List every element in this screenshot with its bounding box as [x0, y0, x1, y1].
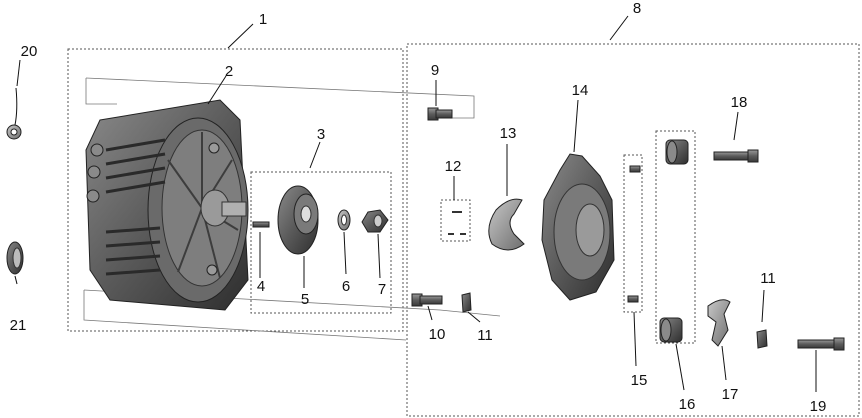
part-19-bolt: [797, 337, 845, 351]
part-6-washer: [337, 209, 351, 231]
part-11-clip-right: [756, 329, 768, 349]
callout-9: 9: [431, 62, 439, 79]
callout-11-left: 11: [477, 327, 493, 344]
part-18-bolt: [713, 149, 759, 163]
part-21-bearing: [6, 241, 24, 275]
callout-21: 21: [10, 317, 27, 334]
part-15-screws: [627, 165, 641, 303]
part-9-bolt: [427, 107, 453, 121]
part-20-ring: [6, 87, 22, 140]
callout-1: 1: [259, 11, 267, 28]
callout-5: 5: [301, 291, 309, 308]
group-box-15: [623, 154, 643, 313]
guide-top-right: [85, 77, 475, 119]
callout-19: 19: [810, 398, 827, 415]
part-10-bolt: [411, 293, 443, 307]
group-box-3: [250, 171, 392, 314]
callout-3: 3: [317, 126, 325, 143]
callout-15: 15: [631, 372, 648, 389]
group-box-8: [406, 43, 860, 417]
part-11-clip-left: [461, 292, 472, 313]
callout-4: 4: [257, 278, 265, 295]
part-17-bracket: [707, 299, 731, 347]
callout-7: 7: [378, 281, 386, 298]
guide-bottom-left: [83, 290, 407, 341]
group-box-12: [440, 199, 471, 242]
callout-10: 10: [429, 326, 446, 343]
motor-housing-part: [85, 99, 249, 311]
callout-17: 17: [722, 386, 739, 403]
callout-13: 13: [500, 125, 517, 142]
callout-20: 20: [21, 43, 38, 60]
callout-12: 12: [445, 158, 462, 175]
leader-lines: [14, 15, 817, 392]
callout-2: 2: [225, 63, 233, 80]
group-box-1: [67, 48, 404, 332]
callout-16: 16: [679, 396, 696, 413]
leader-20: [16, 59, 21, 87]
callout-11-right: 11: [760, 270, 776, 287]
part-4-key: [252, 221, 270, 228]
part-5-gear: [277, 185, 319, 255]
callout-6: 6: [342, 278, 350, 295]
callout-18: 18: [731, 94, 748, 111]
part-7-nut: [361, 209, 389, 233]
part-16-spacers: [659, 139, 689, 343]
guide-top-left: [85, 78, 117, 105]
callout-8: 8: [633, 0, 641, 17]
part-13-plate: [488, 198, 525, 251]
callout-14: 14: [572, 82, 589, 99]
group-box-16: [655, 130, 696, 344]
part-14-cover: [541, 153, 615, 301]
part-12-screws: [448, 211, 466, 235]
